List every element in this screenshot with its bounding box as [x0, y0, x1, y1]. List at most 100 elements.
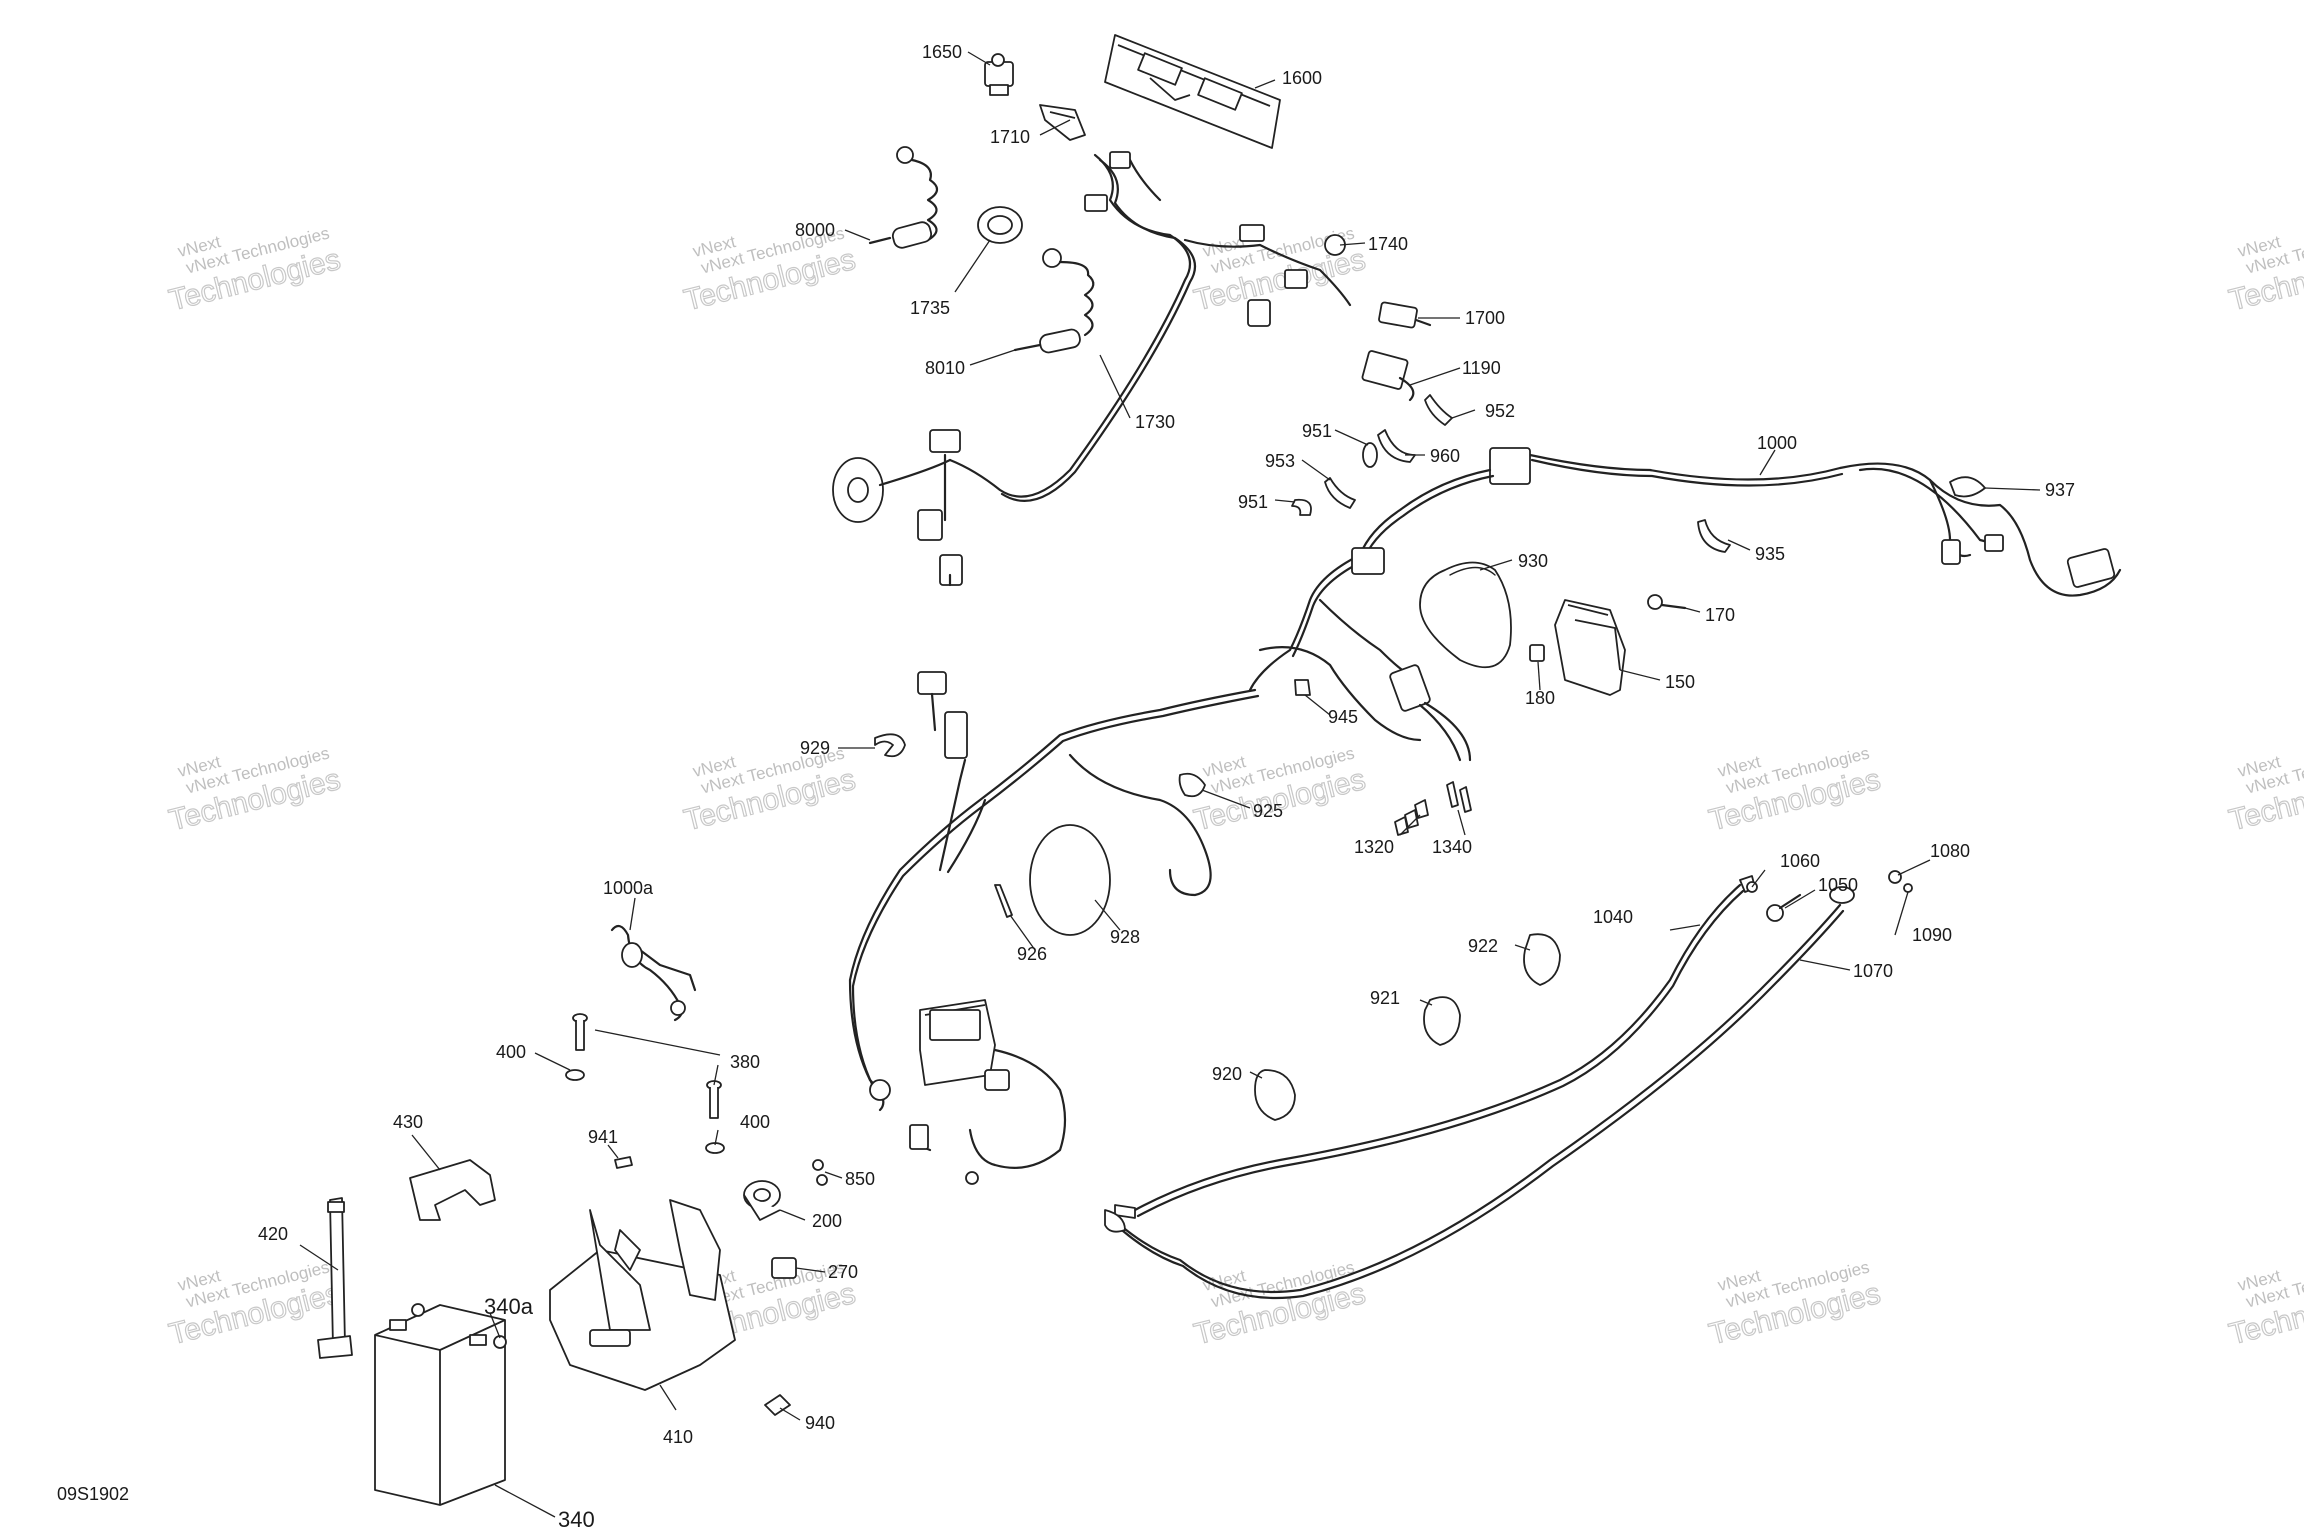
part-1000a [610, 924, 697, 1022]
connector-1190 [1361, 350, 1415, 402]
nut-850 [812, 1159, 828, 1186]
label-340a: 340a [484, 1294, 534, 1319]
strap-920 [1254, 1069, 1296, 1121]
watermark: vNext vNext Technologies Technologies [1190, 224, 1369, 318]
label-1735: 1735 [910, 298, 950, 318]
bolt-1050 [1766, 893, 1802, 922]
strap-930 [1419, 561, 1512, 669]
watermark: vNext vNext Technologies Technologies [2225, 224, 2304, 318]
label-953: 953 [1265, 451, 1295, 471]
diagram-code: 09S1902 [57, 1484, 129, 1504]
label-270: 270 [828, 1262, 858, 1282]
clip-960 [1377, 429, 1416, 463]
label-1340: 1340 [1432, 837, 1472, 857]
label-1040: 1040 [1593, 907, 1633, 927]
washer-1090 [1903, 883, 1913, 893]
label-170: 170 [1705, 605, 1735, 625]
label-926: 926 [1017, 944, 1047, 964]
strap-922 [1523, 933, 1561, 986]
label-8000: 8000 [795, 220, 835, 240]
label-922: 922 [1468, 936, 1498, 956]
label-1060: 1060 [1780, 851, 1820, 871]
label-960: 960 [1430, 446, 1460, 466]
strap-928 [1029, 824, 1111, 936]
battery-340 [374, 1304, 506, 1506]
label-941: 941 [588, 1127, 618, 1147]
module-150 [1554, 599, 1626, 696]
part-940 [764, 1394, 791, 1416]
lanyard-8010 [1013, 248, 1095, 354]
cable-1040 [1114, 875, 1756, 1219]
switch-1710 [1039, 104, 1086, 141]
clip-937 [1949, 476, 1986, 498]
clip-945 [1294, 679, 1311, 696]
label-1710: 1710 [990, 127, 1030, 147]
label-1070: 1070 [1853, 961, 1893, 981]
label-420: 420 [258, 1224, 288, 1244]
watermark: vNext vNext Technologies Technologies [165, 224, 344, 318]
label-400-b: 400 [740, 1112, 770, 1132]
strap-921 [1423, 996, 1461, 1046]
connector-1650 [984, 53, 1014, 96]
label-921: 921 [1370, 988, 1400, 1008]
label-1000a: 1000a [603, 878, 654, 898]
clip-952 [1424, 394, 1453, 426]
label-1650: 1650 [922, 42, 962, 62]
harness-1730 [832, 151, 1352, 587]
label-930: 930 [1518, 551, 1548, 571]
label-920: 920 [1212, 1064, 1242, 1084]
nut-1080 [1888, 870, 1902, 884]
label-180: 180 [1525, 688, 1555, 708]
label-940: 940 [805, 1413, 835, 1433]
pin-941 [614, 1156, 633, 1169]
label-925: 925 [1253, 801, 1283, 821]
battery-tray-410 [549, 1199, 736, 1391]
label-1000: 1000 [1757, 433, 1797, 453]
lanyard-8000 [868, 146, 939, 249]
label-1700: 1700 [1465, 308, 1505, 328]
clip-951 [1362, 442, 1378, 468]
label-1600: 1600 [1282, 68, 1322, 88]
label-410: 410 [663, 1427, 693, 1447]
watermark: vNext vNext Technologies Technologies [2225, 1258, 2304, 1352]
cable-1070 [1104, 886, 1855, 1300]
washer-400-top [565, 1069, 585, 1081]
label-400-a: 400 [496, 1042, 526, 1062]
instrument-cluster-1600 [1104, 34, 1281, 149]
label-850: 850 [845, 1169, 875, 1189]
clip-929 [874, 733, 906, 758]
label-928: 928 [1110, 927, 1140, 947]
strap-420 [317, 1197, 353, 1359]
switch-1735 [977, 206, 1023, 244]
clip-925 [1178, 772, 1206, 798]
clip-935 [1697, 519, 1731, 553]
fuse-box [868, 999, 1067, 1185]
relay-1700 [1378, 301, 1432, 329]
pin-926 [994, 884, 1013, 918]
main-harness-1000 [848, 447, 2122, 1088]
label-430: 430 [393, 1112, 423, 1132]
bolt-380-bottom [706, 1080, 722, 1119]
label-200: 200 [812, 1211, 842, 1231]
label-1080: 1080 [1930, 841, 1970, 861]
watermark: vNext vNext Technologies Technologies [680, 744, 859, 838]
label-935: 935 [1755, 544, 1785, 564]
label-951-a: 951 [1302, 421, 1332, 441]
bolt-170 [1647, 594, 1687, 610]
label-1050: 1050 [1818, 875, 1858, 895]
label-8010: 8010 [925, 358, 965, 378]
watermark: vNext vNext Technologies Technologies [1705, 1258, 1884, 1352]
label-951-b: 951 [1238, 492, 1268, 512]
label-380: 380 [730, 1052, 760, 1072]
label-1190: 1190 [1462, 358, 1501, 378]
label-929: 929 [800, 738, 830, 758]
bolt-380-top [572, 1013, 588, 1051]
leader-lines [299, 51, 2041, 1518]
terminals-1320 [1394, 799, 1429, 836]
label-1090: 1090 [1912, 925, 1952, 945]
bracket-430 [409, 1159, 496, 1221]
terminals-1340 [1446, 781, 1472, 813]
label-1740: 1740 [1368, 234, 1408, 254]
